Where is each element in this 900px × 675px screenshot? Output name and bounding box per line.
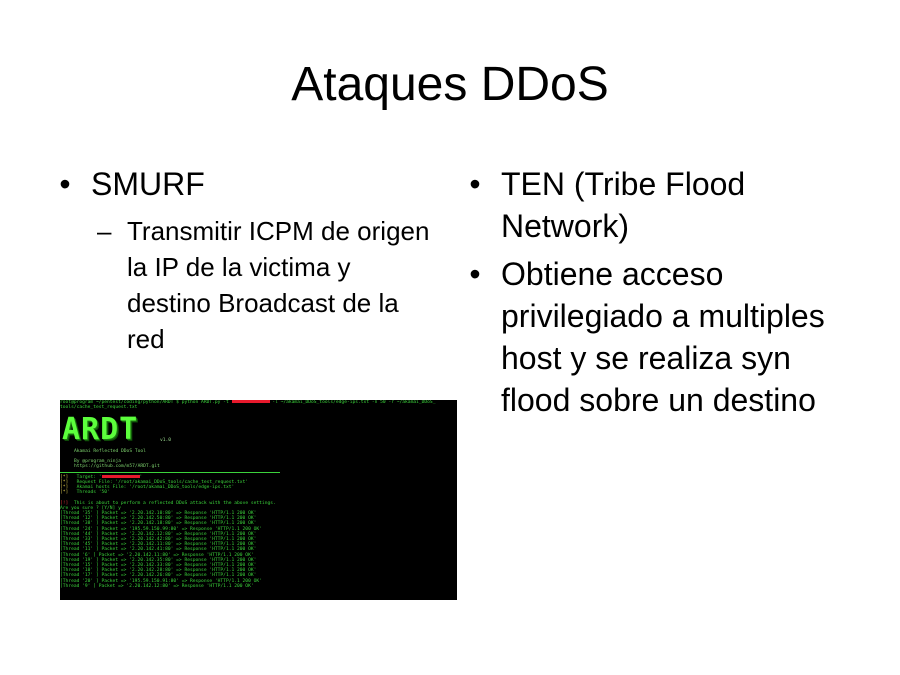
ardt-logo: ARDT [62,412,139,448]
setting-marker: [*] [60,479,69,485]
thread-line: [Thread '11' ] Packet => '2.20.142.41:80… [60,547,257,553]
bullet-marker: • [469,256,481,292]
bullet-tfn: • TEN (Tribe Flood Network) [465,163,865,247]
setting-hosts-file: [*] Akamai hosts File: '/root/akamai_DDo… [60,485,457,490]
thread-line: [Thread '33' ] Packet => '2.20.142.42:80… [60,537,257,543]
setting-marker: [*] [60,485,69,491]
repo-url: https://github.com/m57/ARDT.git [74,464,160,470]
setting-request-file: [*] Request File: '/root/akamai_DDoS_too… [60,480,457,485]
left-column: • SMURF – Transmitir ICPM de origen la I… [55,163,435,357]
thread-line: [Thread '10' ] Packet => '2.20.142.28:80… [60,568,257,574]
sub-bullet-smurf-description: – Transmitir ICPM de origen la IP de la … [55,213,435,357]
command-tail: -l ~/akamai_DDoS_tools/edge-ips.txt -n 5… [272,400,436,405]
setting-marker: [*] [60,490,69,496]
thread-line: [Thread '20' ] Packet => '195.59.150.91:… [60,578,262,584]
bullet-marker: • [469,166,481,202]
bullet-smurf: • SMURF [55,163,435,205]
thread-line: [Thread '38' ] Packet => '2.20.142.18:80… [60,521,257,527]
setting-target: [*] Target: '' [60,474,143,480]
bullet-text: TEN (Tribe Flood Network) [501,166,746,244]
right-column: • TEN (Tribe Flood Network) • Obtiene ac… [465,163,865,427]
thread-line: [Thread '12' ] Packet => '2.20.142.50:80… [60,516,257,522]
terminal-command: root@program ~/pentest/coding/python/ARD… [60,400,457,405]
sub-bullet-marker: – [97,216,112,246]
redacted-target [101,474,140,478]
bullet-marker: • [59,166,71,202]
command-text: root@program ~/pentest/coding/python/ARD… [60,400,229,405]
sub-bullet-text: Transmitir ICPM de origen la IP de la vi… [127,216,430,354]
divider [60,471,280,473]
warning-marker: [!] [60,500,69,506]
bullet-privileged-access: • Obtiene acceso privilegiado a multiple… [465,253,865,421]
setting-text: Request File: '/root/akamai_DDoS_tools/c… [76,479,249,485]
thread-line: [Thread '44' ] Packet => '2.20.142.12:80… [60,531,257,537]
warning-text: This is about to perform a reflected DDo… [73,500,276,506]
thread-line: [Thread '17' ] Packet => '2.20.142.26:80… [60,573,257,579]
thread-line: [Thread '15' ] Packet => '2.20.142.33:80… [60,563,257,569]
setting-threads: [*] Threads '50' [60,490,457,495]
setting-marker: [*] [60,474,69,480]
warning-line: [!] This is about to perform a reflected… [60,501,457,506]
slide-title: Ataques DDoS [291,58,609,111]
thread-line: [Thread '24' ] Packet => '195.59.150.99:… [60,526,262,532]
confirm-prompt: Are you sure ? [Y/N] y [60,505,121,511]
thread-line: [Thread '35' ] Packet => '2.20.142.10:80… [60,511,257,517]
setting-text: Threads '50' [76,490,110,496]
terminal-screenshot: root@program ~/pentest/coding/python/ARD… [60,400,457,600]
thread-line: [Thread '19' ] Packet => '2.20.142.35:80… [60,557,257,563]
setting-text: Akamai hosts File: '/root/akamai_DDoS_to… [76,485,235,491]
thread-line: [Thread '9' ] Packet => '2.20.142.12:80'… [60,583,254,589]
terminal-command-cont: tools/cache_test_request.txt [60,405,138,411]
author: By @program_ninja [74,459,122,465]
bullet-text: SMURF [91,166,205,202]
version-label: v1.0 [160,438,172,444]
tool-subtitle: Akamai Reflected DDoS Tool [74,448,146,454]
bullet-text: Obtiene acceso privilegiado a multiples … [501,256,825,418]
thread-line: [Thread '6' ] Packet => '2.20.142.11:80'… [60,552,254,558]
setting-text: Target: ' [76,474,102,480]
thread-line: [Thread '45' ] Packet => '2.20.142.11:80… [60,542,257,548]
redacted-target [231,400,270,403]
